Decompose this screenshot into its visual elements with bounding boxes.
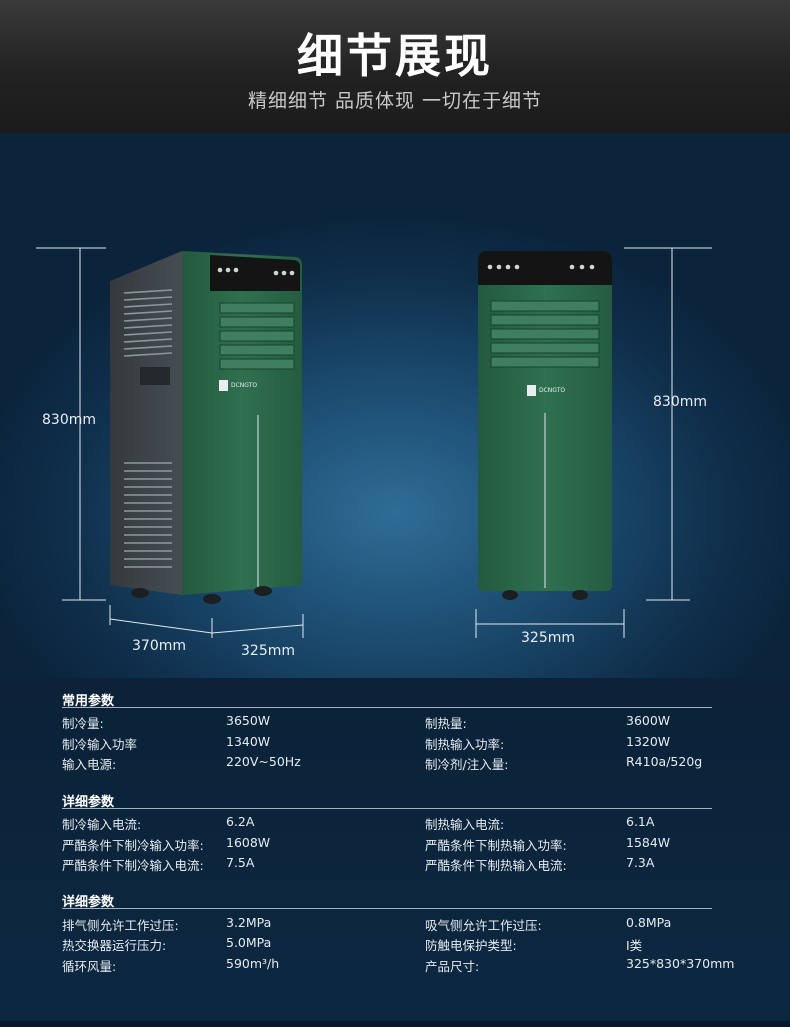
spec-label: 严酷条件下制热输入功率: [425,838,567,853]
control-panel-front [478,251,612,285]
spec-label: 防触电保护类型: [425,938,517,953]
unit-front-view: DCNGTO [478,251,612,600]
caster-wheels [131,586,272,604]
spec-label: 循环风量: [62,959,117,974]
spec-value: R410a/520g [626,754,703,769]
spec-label: 严酷条件下制冷输入功率: [62,838,204,853]
spec-value: 1320W [626,734,671,749]
spec-label: 输入电源: [62,757,117,772]
dim-depth-left: 370mm [132,638,186,654]
dim-width-right: 325mm [521,630,575,646]
page-title: 细节展现 [297,29,493,83]
spec-value: 7.3A [626,855,655,870]
air-louvres-front [490,300,600,368]
spec-value: 6.2A [226,814,255,829]
header-banner: 细节展现 精细细节 品质体现 一切在于细节 [0,0,790,133]
spec-value: 1608W [226,835,271,850]
spec-value: 1584W [626,835,671,850]
product-illustration: DCNGTO DCNGTO [36,247,712,638]
air-louvres [219,302,295,370]
spec-value: 325*830*370mm [626,956,735,971]
spec-value: 590m³/h [226,956,280,971]
spec-value: 0.8MPa [626,915,672,930]
spec-value: 3.2MPa [226,915,272,930]
dimension-lines [36,247,712,638]
spec-tables: 常用参数 制冷量: 3650W 制热量: 3600W 制冷输入功率 1340W … [0,678,790,1027]
spec-value: 3600W [626,713,671,728]
caster-wheels-front [502,590,588,600]
spec-value: 1340W [226,734,271,749]
spec-label: 制冷输入电流: [62,817,142,832]
spec-value: 6.1A [626,814,655,829]
dim-height-right: 830mm [653,394,707,410]
spec-label: 严酷条件下制热输入电流: [425,858,567,873]
control-buttons-front [487,264,595,270]
spec-value: I类 [626,938,643,953]
spec-label: 制冷剂/注入量: [425,757,509,772]
spec-value: 220V~50Hz [226,754,301,769]
bottom-bar [0,1021,790,1027]
section-title-detail-2: 详细参数 [62,895,115,910]
brand-logo: DCNGTO [219,380,257,391]
side-port [140,367,170,385]
spec-label: 排气侧允许工作过压: [62,918,179,933]
section-divider [62,908,712,909]
side-grille-lower [124,462,172,568]
spec-label: 制热量: [425,716,467,731]
unit-angled-view: DCNGTO [110,251,302,604]
spec-label: 吸气侧允许工作过压: [425,918,542,933]
spec-value: 7.5A [226,855,255,870]
spec-label: 严酷条件下制冷输入电流: [62,858,204,873]
page-subtitle: 精细细节 品质体现 一切在于细节 [247,90,543,112]
spec-label: 制热输入电流: [425,817,505,832]
dim-height-left: 830mm [42,412,96,428]
spec-value: 3650W [226,713,271,728]
section-divider [62,808,712,809]
section-title-common: 常用参数 [62,694,115,709]
spec-label: 产品尺寸: [425,959,480,974]
section-divider [62,707,712,708]
brand-logo-front: DCNGTO [527,385,565,396]
brand-logo-front-text: DCNGTO [539,387,565,394]
product-stage: DCNGTO DCNGTO [0,133,790,678]
spec-value: 5.0MPa [226,935,272,950]
dim-width-left: 325mm [241,643,295,659]
spec-label: 热交换器运行压力: [62,938,167,953]
side-grille-upper [123,289,173,357]
spec-label: 制冷输入功率 [62,737,138,752]
brand-logo-text: DCNGTO [231,382,257,389]
spec-label: 制冷量: [62,716,104,731]
section-title-detail: 详细参数 [62,795,115,810]
spec-label: 制热输入功率: [425,737,505,752]
control-buttons [217,267,295,276]
control-panel [210,255,300,291]
